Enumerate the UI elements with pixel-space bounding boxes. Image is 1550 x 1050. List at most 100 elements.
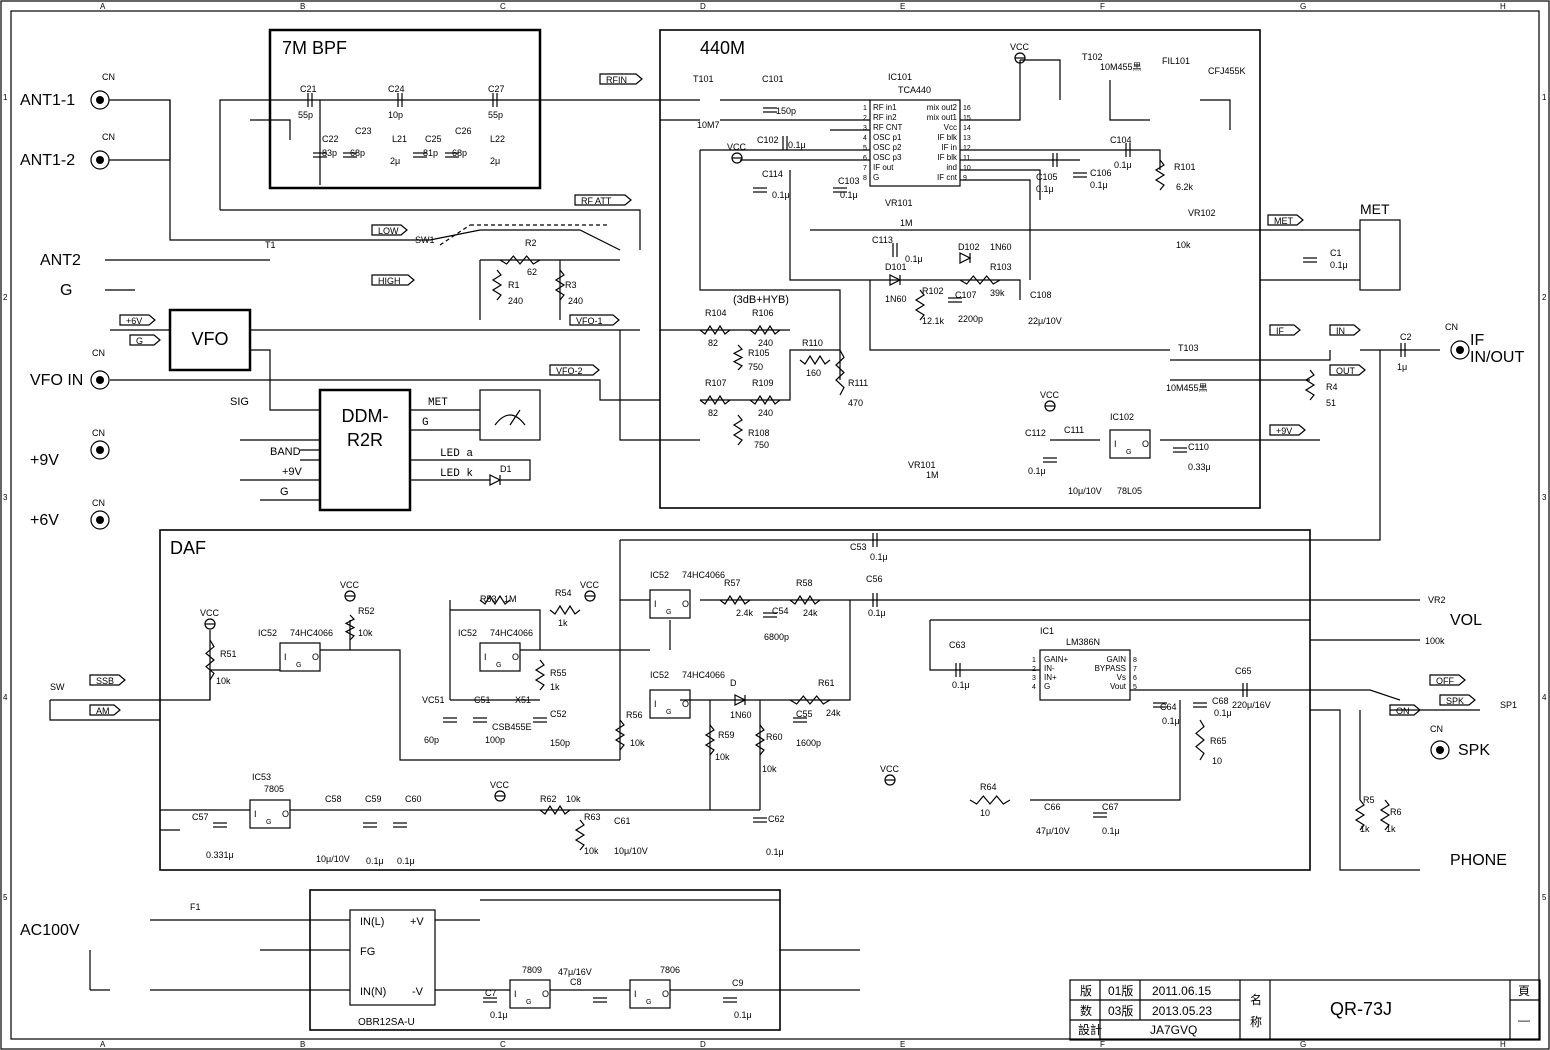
- component-ref: IC102: [1110, 412, 1134, 422]
- vfo-block: [168, 308, 252, 372]
- gate-body: [279, 642, 321, 672]
- grid-row-label: 2: [1542, 293, 1547, 302]
- gate-o: O: [282, 809, 289, 819]
- lm386-pin-num: 2: [1032, 666, 1036, 673]
- grid-col-label: D: [700, 1040, 706, 1049]
- component-value: 0.1μ: [1162, 716, 1180, 726]
- grid-col-label: D: [700, 2, 706, 11]
- gate-i: I: [634, 989, 637, 999]
- gate-body: [649, 689, 691, 719]
- ic52-ref: IC52: [258, 628, 277, 638]
- tag-label: RF ATT: [581, 196, 612, 206]
- component-ref: C24: [388, 84, 405, 94]
- resistor: [479, 594, 511, 606]
- met-box: [1359, 219, 1401, 291]
- component-value: 0.1μ: [1330, 260, 1348, 270]
- cn-labels: CN CN CN CN CN CN CN: [92, 72, 1458, 734]
- component-value: CSB455E: [492, 722, 532, 732]
- component-value: 100k: [1425, 636, 1445, 646]
- ic101-pin-num: 3: [863, 125, 867, 132]
- component-ref: C66: [1044, 802, 1061, 812]
- resistor: [534, 659, 546, 691]
- component-value: 0.1μ: [905, 254, 923, 264]
- ddm-pin-met: MET: [428, 397, 448, 409]
- ic101-pin-num: 5: [863, 145, 867, 152]
- grid-col-label: F: [1100, 1040, 1105, 1049]
- lm386-pin-num: 5: [1133, 684, 1137, 691]
- component-ref: R52: [358, 606, 375, 616]
- lm386-pin-num: 4: [1032, 684, 1036, 691]
- ic101-ref: IC101: [888, 72, 912, 82]
- component-value: 1N60: [990, 242, 1012, 252]
- component-ref: T103: [1178, 343, 1199, 353]
- resistor: [1304, 369, 1316, 401]
- component-value: 6.2k: [1176, 182, 1194, 192]
- bpf-title: 7M BPF: [282, 38, 347, 58]
- component-ref: VC51: [422, 695, 445, 705]
- gate-body: [249, 799, 291, 829]
- vol-label: VOL: [1450, 612, 1482, 629]
- svg-text:CN: CN: [92, 348, 105, 358]
- tag-rfatt: [574, 194, 632, 206]
- tb-page-label: 頁: [1518, 984, 1530, 998]
- component-value: 2200p: [958, 314, 983, 324]
- hyb-label: (3dB+HYB): [733, 294, 789, 306]
- component-ref: R54: [555, 588, 572, 598]
- ddm-pin-sig: SIG: [230, 396, 249, 408]
- ic52-ref: IC52: [458, 628, 477, 638]
- component-ref: C112: [1025, 428, 1046, 438]
- component-ref: C65: [1235, 666, 1252, 676]
- grid-col-label: C: [500, 1040, 506, 1049]
- component-value: 1N60: [730, 710, 752, 720]
- resistor: [344, 614, 356, 641]
- svg-text:CN: CN: [102, 132, 115, 142]
- gate-body: [649, 589, 691, 619]
- component-ref: C103: [838, 176, 860, 186]
- tag-label: VFO-1: [576, 316, 603, 326]
- ic52-part: 74HC4066: [290, 628, 333, 638]
- ic101-pin-num: 10: [963, 165, 971, 172]
- diode-icon: [959, 252, 972, 264]
- component-value: 1k: [1386, 824, 1396, 834]
- component-value: 160: [806, 368, 821, 378]
- component-ref: R110: [802, 338, 823, 348]
- tag-label: IN: [1336, 326, 1345, 336]
- tag-vfo1: [569, 314, 620, 326]
- grid-col-label: B: [300, 1040, 305, 1049]
- component-value: 0.1μ: [734, 1010, 752, 1020]
- component-ref: C114: [762, 169, 783, 179]
- tag-high: [371, 274, 415, 286]
- grid-col-label: C: [500, 2, 506, 11]
- component-ref: C105: [1036, 172, 1058, 182]
- component-ref: C107: [955, 290, 977, 300]
- resistor: [1354, 799, 1366, 831]
- resistor: [491, 269, 503, 301]
- grid-col-label: B: [300, 2, 305, 11]
- tag-label: VFO-2: [556, 366, 583, 376]
- tag-label: G: [136, 336, 143, 346]
- component-ref: L22: [490, 134, 505, 144]
- component-value: 68p: [452, 148, 467, 158]
- component-ref: R58: [796, 578, 813, 588]
- component-ref: R106: [752, 308, 774, 318]
- ic101-pin-num: 4: [863, 135, 867, 142]
- tag-label: SPK: [1446, 696, 1464, 706]
- component-value: 24k: [803, 608, 818, 618]
- component-ref: T101: [693, 74, 714, 84]
- component-value: 10M7: [697, 120, 720, 130]
- component-value: 0.1μ: [1114, 160, 1132, 170]
- if-label-2: IN/OUT: [1470, 349, 1524, 366]
- grid-col-label: E: [900, 1040, 905, 1049]
- grid-row-label: 1: [1542, 93, 1547, 102]
- component-value: 62: [527, 267, 537, 277]
- resistor: [835, 349, 845, 396]
- ic101-pin-name: RF in1: [873, 103, 897, 112]
- component-value: 1k: [558, 618, 568, 628]
- tag-in: [1329, 324, 1361, 336]
- component-value: 1μ: [1397, 362, 1407, 372]
- ddm-pin-led-a: LED a: [440, 448, 473, 460]
- ic101-pin-num: 7: [863, 165, 867, 172]
